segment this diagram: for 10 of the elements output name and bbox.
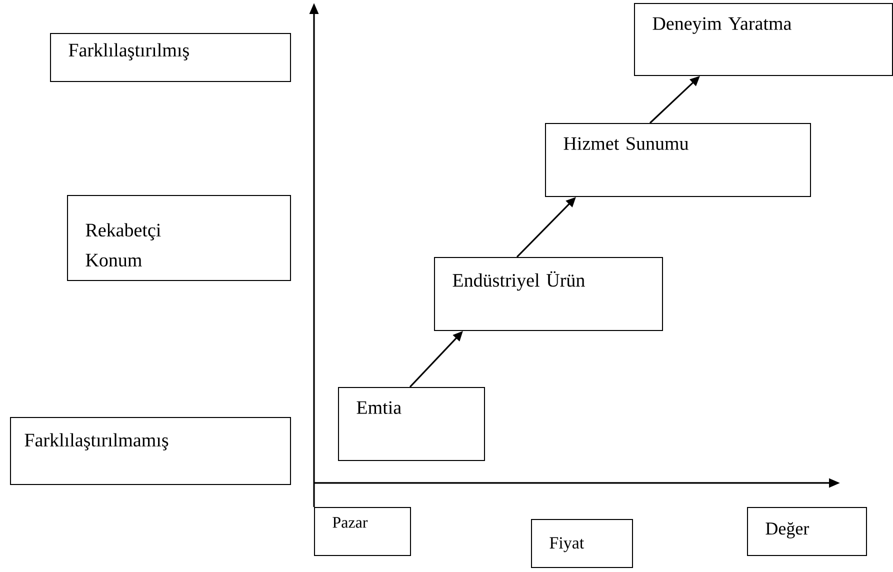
text-box: Rekabetçi Konum xyxy=(67,195,291,281)
text-box: Hizmet Sunumu xyxy=(545,123,811,197)
text-box: Değer xyxy=(747,506,867,556)
text-box: Farklılaştırılmamış xyxy=(10,416,291,485)
text-box: Endüstriyel Ürün xyxy=(434,257,663,331)
text-box: Fiyat xyxy=(531,518,633,568)
text-box: Farklılaştırılmış xyxy=(50,33,291,82)
text-box: Deneyim Yaratma xyxy=(634,3,893,76)
text-box: Pazar xyxy=(314,506,411,556)
text-box: Emtia xyxy=(338,386,485,461)
